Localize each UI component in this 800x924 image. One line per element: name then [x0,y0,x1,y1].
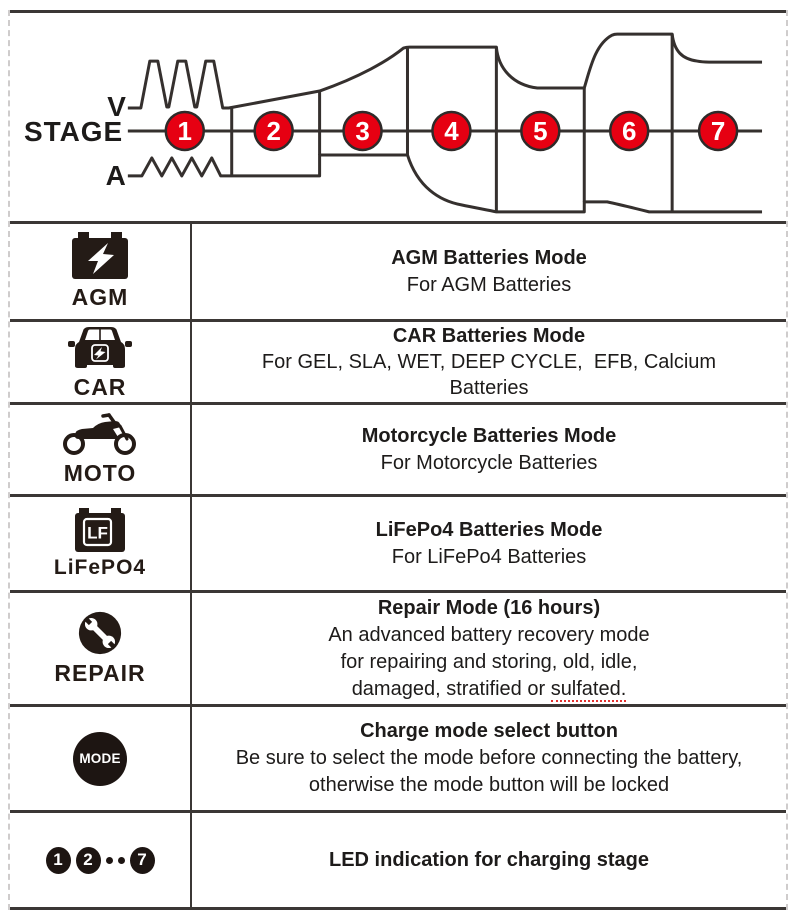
lifepo4-battery-icon: LF [75,507,125,552]
repair-line3: damaged, stratified or sulfated. [352,676,627,703]
table-row-agm: AGM AGM Batteries Mode For AGM Batteries [10,224,786,322]
stage-curve-svg: V STAGE A 1 2 3 4 [24,32,763,214]
agm-label: AGM [71,284,129,310]
moto-label: MOTO [63,460,137,486]
stage-7-badge [697,110,739,152]
stage-6-badge [608,110,650,152]
stage-4-number: 4 [444,116,459,146]
repair-line2: for repairing and storing, old, idle, [340,650,638,673]
table-row-moto: MOTO Motorcycle Batteries Mode For Motor… [10,405,786,497]
v-axis-label: V [107,91,126,122]
car-icon-cell: CAR [10,322,192,402]
stage-3-number: 3 [355,116,369,146]
repair-line3-sulfated: sulfated. [550,677,627,702]
stage-1-number: 1 [178,116,192,146]
moto-line1: For Motorcycle Batteries [380,451,598,474]
led-title: LED indication for charging stage [328,848,650,871]
lifepo4-line1: For LiFePo4 Batteries [391,545,587,568]
stage-6-number: 6 [622,116,636,146]
table-row-mode: MODE Charge mode select button Be sure t… [10,707,786,813]
mode-line2: otherwise the mode button will be locked [308,774,670,796]
mode-title: Charge mode select button [360,720,618,742]
stage-5-badge [520,110,561,152]
car-label: CAR [73,373,127,400]
lifepo4-icon-cell: LF LiFePO4 [10,497,192,590]
led-text-cell: LED indication for charging stage [192,813,786,907]
ellipsis-dot-icon [105,856,113,864]
stage-5-number: 5 [533,116,547,146]
repair-line3-pre: damaged, stratified or [351,677,551,700]
table-row-led: 1 2 7 LED indication for charging stage [10,813,786,910]
repair-title: Repair Mode (16 hours) [377,596,601,619]
car-icon [68,326,132,368]
mode-icon-cell: MODE [10,707,192,810]
agm-text-cell: AGM Batteries Mode For AGM Batteries [192,224,786,319]
ellipsis-dot-icon [117,856,125,864]
led-badge-2: 2 [75,846,101,874]
mode-line1: Be sure to select the mode before connec… [235,747,743,769]
stage-2-number: 2 [266,116,280,146]
table-row-repair: REPAIR Repair Mode (16 hours) An advance… [10,593,786,707]
car-text-cell: CAR Batteries Mode For GEL, SLA, WET, DE… [192,322,786,402]
car-title: CAR Batteries Mode [392,325,586,347]
lf-icon-text: LF [87,523,108,542]
stage-3-badge [342,110,383,152]
stage-7-number: 7 [711,116,725,146]
car-line2: Batteries [449,377,529,399]
repair-label: REPAIR [54,660,146,686]
a-axis-label: A [106,160,126,191]
led-badge-7: 7 [129,846,155,874]
mode-button-icon: MODE [73,731,127,786]
led-stage-indicators: 1 2 7 [45,846,155,874]
lifepo4-title: LiFePo4 Batteries Mode [375,518,603,541]
table-row-car: CAR CAR Batteries Mode For GEL, SLA, WET… [10,322,786,405]
voltage-curve [127,32,763,110]
agm-line1: For AGM Batteries [406,273,572,296]
repair-wrench-icon [78,611,122,655]
agm-battery-bolt-icon [72,232,128,279]
lifepo4-label: LiFePO4 [53,555,147,579]
charging-stage-diagram: V STAGE A 1 2 3 4 [10,10,786,224]
moto-title: Motorcycle Batteries Mode [361,424,617,447]
current-curve [127,153,763,214]
table-row-lifepo4: LF LiFePO4 LiFePo4 Batteries Mode For Li… [10,497,786,593]
repair-text-cell: Repair Mode (16 hours) An advanced batte… [192,593,786,704]
agm-title: AGM Batteries Mode [391,246,587,269]
stage-badges: 1 2 3 4 5 6 7 [164,110,739,152]
car-line1: For GEL, SLA, WET, DEEP CYCLE, EFB, Calc… [261,351,717,373]
led-icon-cell: 1 2 7 [10,813,192,907]
led-badge-1: 1 [45,846,71,874]
repair-line1: An advanced battery recovery mode [328,623,650,646]
stage-boundaries [230,34,674,212]
repair-icon-cell: REPAIR [10,593,192,704]
stage-2-badge [253,110,294,152]
manual-page: V STAGE A 1 2 3 4 [8,10,788,910]
lifepo4-text-cell: LiFePo4 Batteries Mode For LiFePo4 Batte… [192,497,786,590]
agm-icon-cell: AGM [10,224,192,319]
stage-1-badge [164,110,205,152]
motorcycle-icon [63,413,136,455]
mode-text-cell: Charge mode select button Be sure to sel… [192,707,786,810]
moto-text-cell: Motorcycle Batteries Mode For Motorcycle… [192,405,786,494]
moto-icon-cell: MOTO [10,405,192,494]
stage-4-badge [431,110,472,152]
stage-axis-label: STAGE [24,116,123,147]
